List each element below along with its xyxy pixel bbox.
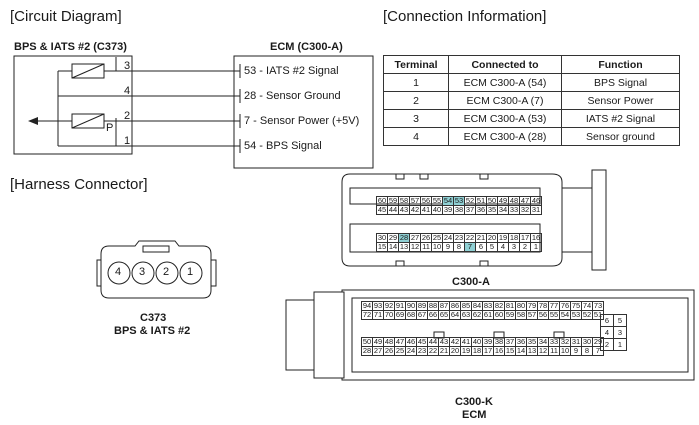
cell-terminal: 3 bbox=[383, 109, 449, 128]
header-connected-to: Connected to bbox=[448, 55, 562, 74]
header-function: Function bbox=[561, 55, 680, 74]
table-header-row: Terminal Connected to Function bbox=[383, 55, 680, 74]
harness-connector-heading: [Harness Connector] bbox=[10, 176, 148, 193]
cell-function: IATS #2 Signal bbox=[561, 109, 680, 128]
c373-pin-4 bbox=[107, 261, 131, 285]
cell-function: Sensor ground bbox=[561, 127, 680, 146]
header-terminal: Terminal bbox=[383, 55, 449, 74]
cell-connected-to: ECM C300-A (53) bbox=[448, 109, 562, 128]
sensor-pin-3: 3 bbox=[124, 60, 131, 72]
c373-pin-label-2: 2 bbox=[163, 266, 170, 278]
pin-cell: 2 bbox=[600, 338, 614, 351]
table-row: 1 ECM C300-A (54) BPS Signal bbox=[383, 73, 680, 92]
circuit-diagram bbox=[13, 55, 374, 169]
ecm-title: ECM (C300-A) bbox=[270, 41, 343, 53]
ecm-pin-54: 54 - BPS Signal bbox=[244, 140, 322, 152]
c373-caption-sub: BPS & IATS #2 bbox=[114, 325, 191, 337]
signal-arrow-icon bbox=[28, 117, 38, 125]
ecm-pin-53: 53 - IATS #2 Signal bbox=[244, 65, 339, 77]
table-row: 4 ECM C300-A (28) Sensor ground bbox=[383, 127, 680, 146]
c373-pin-1 bbox=[179, 261, 203, 285]
cell-terminal: 1 bbox=[383, 73, 449, 92]
circuit-diagram-heading: [Circuit Diagram] bbox=[10, 8, 122, 25]
c373-pin-3 bbox=[131, 261, 155, 285]
pin-cell: 7 bbox=[592, 346, 604, 356]
c373-pin-2 bbox=[155, 261, 179, 285]
pin-cell: 51 bbox=[592, 310, 604, 320]
pin-cell: 1 bbox=[613, 338, 627, 351]
cell-connected-to: ECM C300-A (54) bbox=[448, 73, 562, 92]
sensor-box bbox=[13, 55, 133, 155]
cell-connected-to: ECM C300-A (28) bbox=[448, 127, 562, 146]
sensor-pin-1: 1 bbox=[124, 135, 131, 147]
c300a-caption: C300-A bbox=[452, 276, 490, 288]
c373-caption: C373 bbox=[140, 312, 167, 324]
connection-table: Terminal Connected to Function 1 ECM C30… bbox=[383, 55, 680, 146]
c373-connector bbox=[96, 240, 217, 299]
cell-function: Sensor Power bbox=[561, 91, 680, 110]
cell-connected-to: ECM C300-A (7) bbox=[448, 91, 562, 110]
c373-pin-label-3: 3 bbox=[139, 266, 146, 278]
connection-info-heading: [Connection Information] bbox=[383, 8, 547, 25]
c373-pin-label-1: 1 bbox=[187, 266, 194, 278]
pin-cell: 31 bbox=[530, 205, 542, 215]
sensor-title: BPS & IATS #2 (C373) bbox=[14, 41, 127, 53]
c373-pin-label-4: 4 bbox=[115, 266, 122, 278]
pin-cell: 1 bbox=[530, 242, 542, 252]
ecm-pin-7: 7 - Sensor Power (+5V) bbox=[244, 115, 360, 127]
c300a-housing bbox=[341, 169, 607, 271]
c300k-caption-sub: ECM bbox=[462, 409, 487, 421]
table-row: 2 ECM C300-A (7) Sensor Power bbox=[383, 91, 680, 110]
table-row: 3 ECM C300-A (53) IATS #2 Signal bbox=[383, 109, 680, 128]
pressure-p-label: P bbox=[106, 122, 114, 134]
cell-terminal: 2 bbox=[383, 91, 449, 110]
ecm-pin-28: 28 - Sensor Ground bbox=[244, 90, 341, 102]
cell-terminal: 4 bbox=[383, 127, 449, 146]
sensor-pin-2: 2 bbox=[124, 110, 131, 122]
sensor-pin-4: 4 bbox=[124, 85, 131, 97]
ecm-box bbox=[233, 55, 374, 169]
c300k-caption: C300-K bbox=[455, 396, 493, 408]
cell-function: BPS Signal bbox=[561, 73, 680, 92]
